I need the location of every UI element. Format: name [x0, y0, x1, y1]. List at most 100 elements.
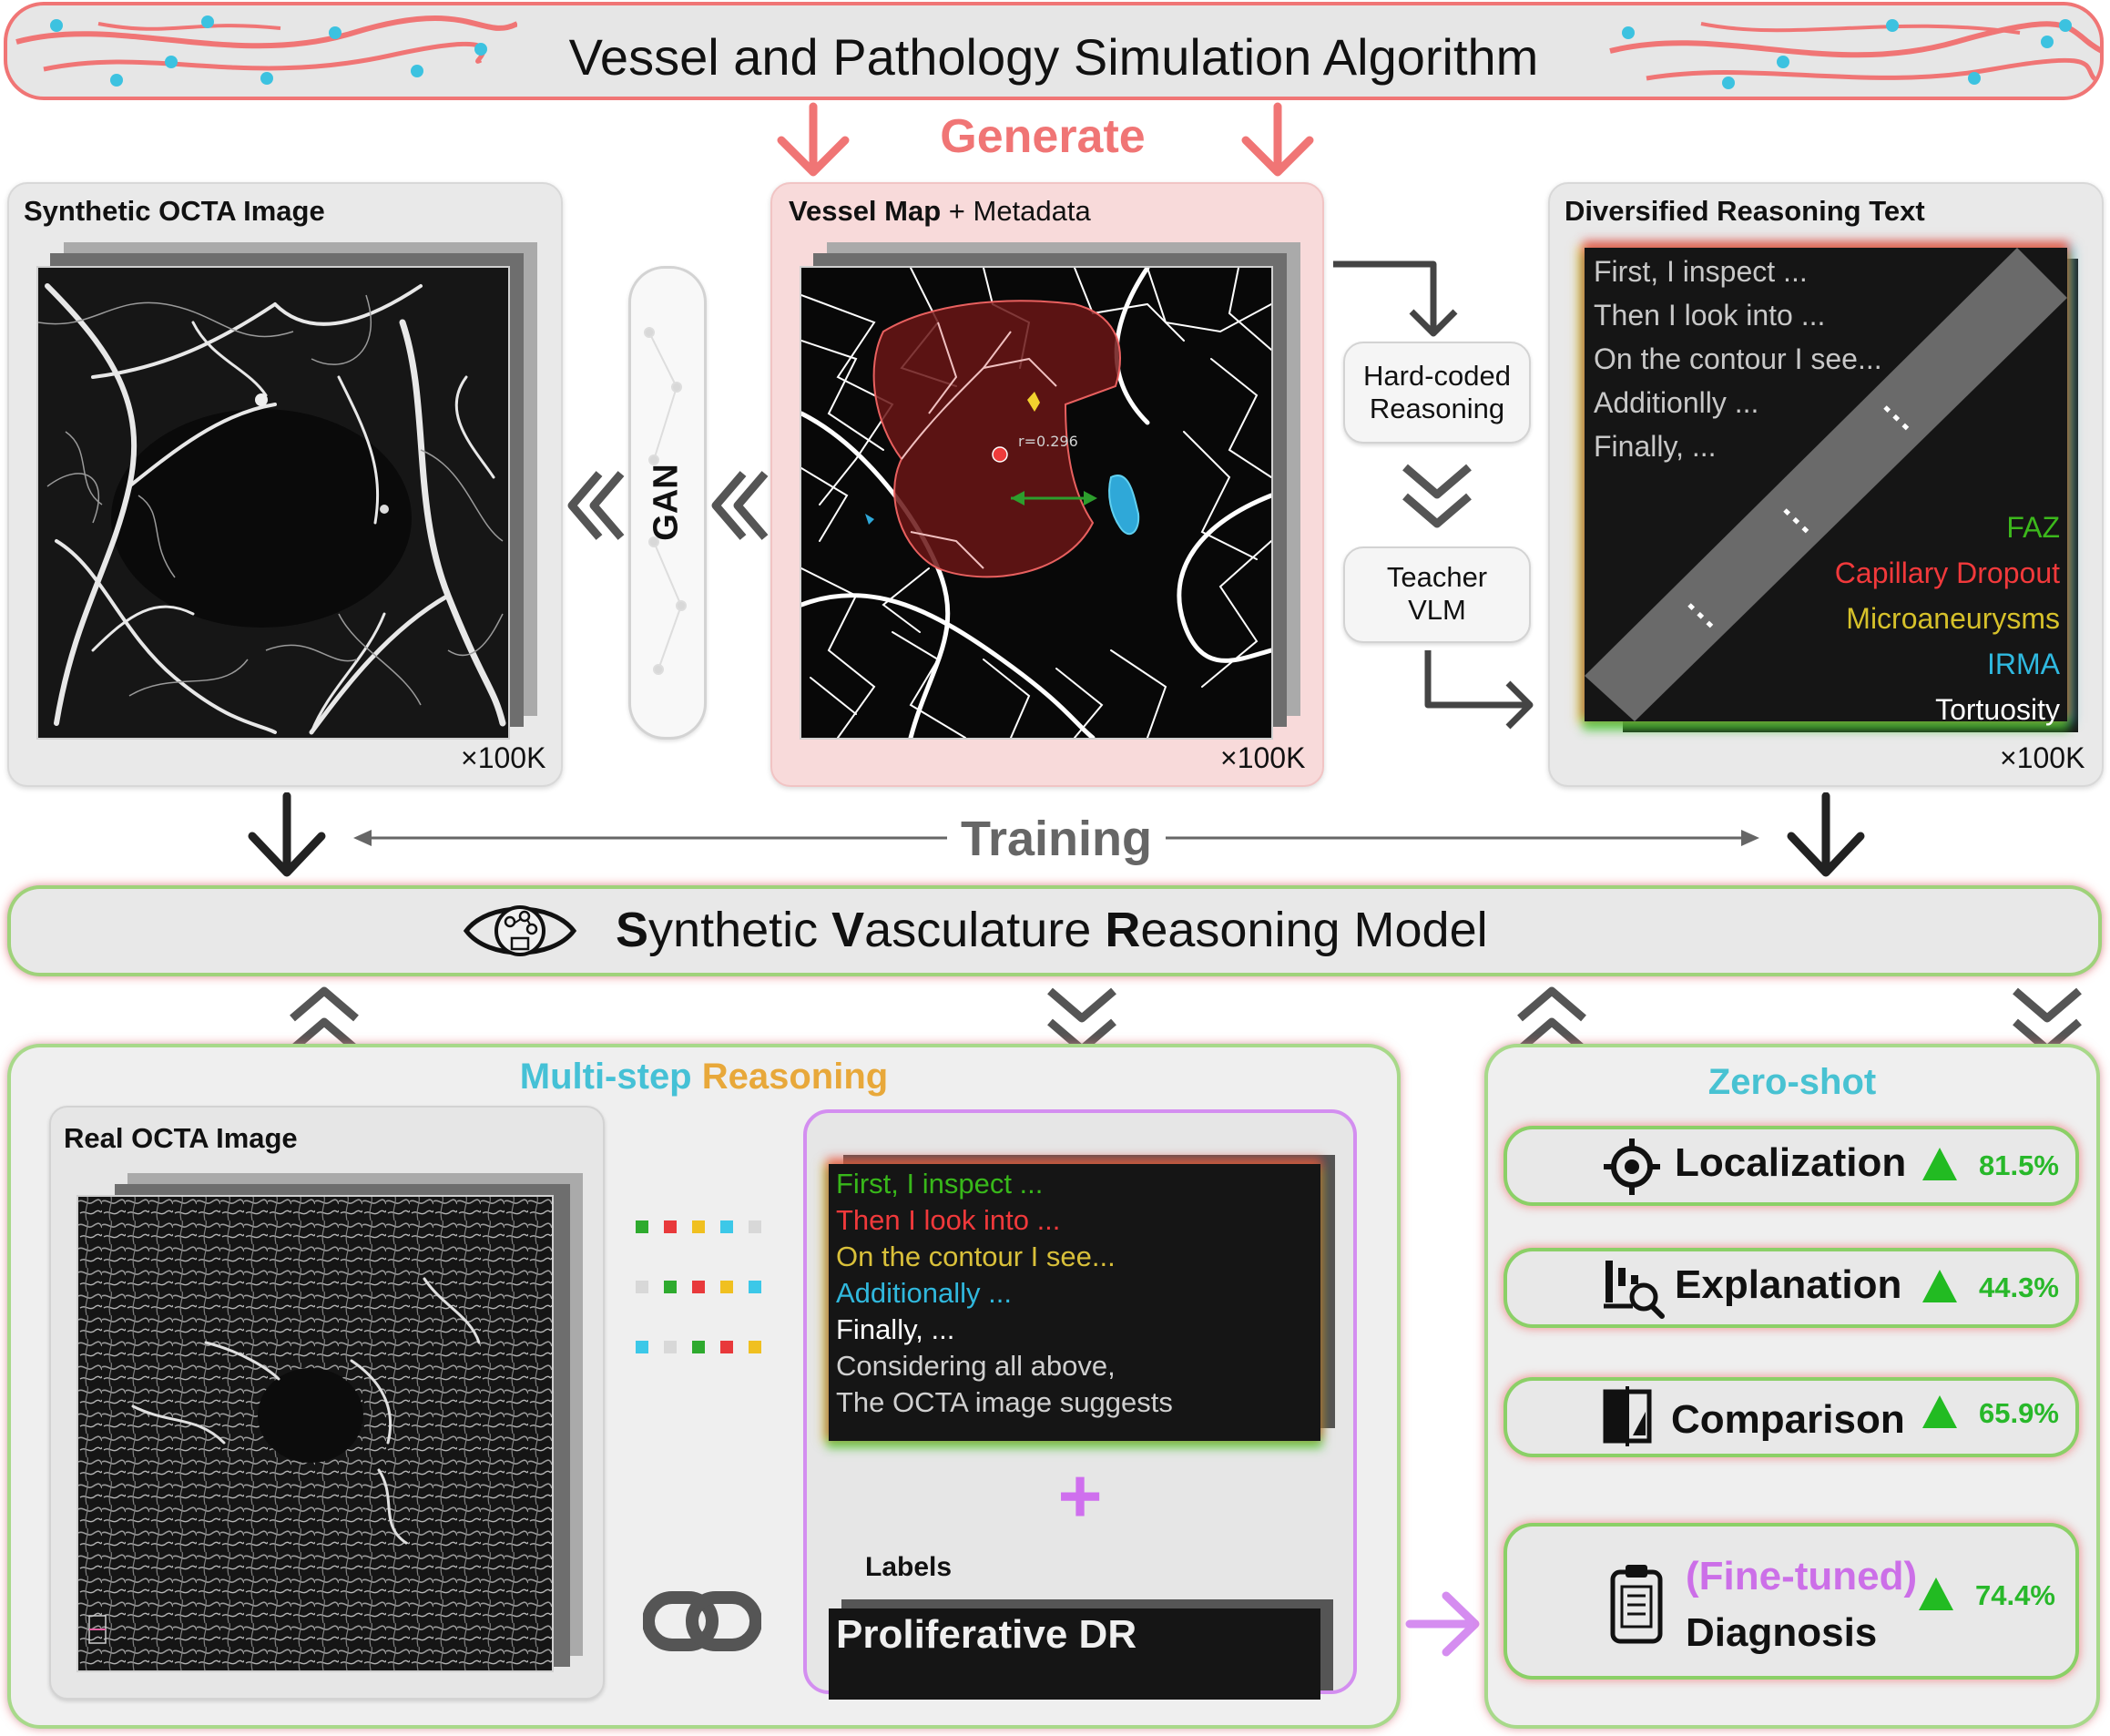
network-decoration: [644, 327, 687, 675]
comparison-row: Comparison 65.9%: [1507, 1381, 2075, 1454]
training-line: [353, 830, 1759, 846]
pathology-tag: FAZ: [2006, 511, 2060, 544]
reasoning-line: First, I inspect ...: [1594, 255, 1808, 288]
header-banner: Vessel and Pathology Simulation Algorith…: [4, 2, 2104, 100]
chevron-up-left: [290, 986, 359, 1053]
step-dot: [692, 1281, 705, 1293]
gan-pill: GAN: [628, 266, 707, 740]
output-line: Finally, ...: [836, 1313, 955, 1345]
diagonal-band: [1585, 248, 2067, 721]
chevron-down-right: [2013, 987, 2082, 1054]
explanation-label: Explanation: [1675, 1262, 1902, 1307]
model-title: Synthetic Vasculature Reasoning Model: [616, 903, 1488, 957]
hardcoded-reasoning-box: Hard-coded Reasoning: [1343, 342, 1531, 444]
training-label: Training: [960, 812, 1152, 866]
step-dot: [720, 1341, 733, 1353]
chart-magnifier-icon: [1604, 1261, 1665, 1319]
reasoning-line: Finally, ...: [1594, 430, 1717, 463]
zero-shot-title: Zero-shot: [1707, 1062, 1877, 1102]
training-arrow-right-down: [1787, 792, 1865, 877]
reasoning-line: On the contour I see...: [1594, 342, 1882, 375]
step-dot: [664, 1341, 677, 1353]
output-panel: First, I inspect ... Then I look into ...…: [803, 1109, 1357, 1700]
comparison-value: 65.9%: [1979, 1397, 2059, 1429]
step-dot: [720, 1281, 733, 1293]
output-line: Additionally ...: [836, 1277, 1012, 1309]
step-dot: [692, 1220, 705, 1233]
crosshair-icon: [1604, 1139, 1660, 1195]
synthetic-octa-title: Synthetic OCTA Image: [24, 195, 325, 227]
up-triangle-icon: [1922, 1148, 1957, 1180]
explanation-row: Explanation 44.3%: [1507, 1251, 2075, 1324]
step-dot: [749, 1341, 761, 1353]
reasoning-line: Then I look into ...: [1594, 299, 1826, 332]
vessel-map-image: r=0.296: [800, 266, 1273, 740]
output-reasoning-box: First, I inspect ... Then I look into ...…: [829, 1164, 1320, 1441]
purple-arrow: [1405, 1591, 1480, 1657]
step-dot: [749, 1220, 761, 1233]
flow-arrow-to-hardcoded: [1333, 260, 1458, 337]
reasoning-text-box: First, I inspect ... Then I look into ...…: [1585, 248, 2067, 726]
reasoning-line: Additionlly ...: [1594, 386, 1759, 419]
vessel-map-multiplier: ×100K: [1220, 741, 1306, 774]
step-dot: [720, 1220, 733, 1233]
step-dot: [636, 1220, 648, 1233]
step-dot: [749, 1281, 761, 1293]
localization-value: 81.5%: [1979, 1149, 2059, 1181]
localization-row: Localization 81.5%: [1507, 1129, 2075, 1202]
times-icon: ×: [461, 741, 478, 774]
training-arrow-left-down: [248, 792, 326, 877]
double-chevron-down: [1402, 464, 1472, 528]
model-bar: Synthetic Vasculature Reasoning Model: [11, 889, 2098, 973]
step-dots: [636, 1220, 763, 1366]
synthetic-octa-image: [36, 266, 510, 740]
label-value: Proliferative DR: [836, 1612, 1137, 1657]
gan-chevron-left: [567, 471, 625, 540]
chevron-down-mid: [1047, 987, 1116, 1054]
radius-annotation: r=0.296: [1018, 433, 1078, 450]
compare-icon: [1603, 1386, 1652, 1446]
vessel-decoration-right: [1609, 19, 2100, 89]
output-line: The OCTA image suggests: [836, 1386, 1173, 1418]
step-dot: [692, 1341, 705, 1353]
gan-chevron-right: [711, 471, 769, 540]
labels-title: Labels: [865, 1552, 953, 1582]
reasoning-text-panel: Diversified Reasoning Text First, I insp…: [1548, 182, 2104, 787]
generate-arrow-left: [777, 102, 850, 177]
explanation-value: 44.3%: [1979, 1271, 2059, 1303]
up-triangle-icon: [1922, 1395, 1957, 1428]
header-title: Vessel and Pathology Simulation Algorith…: [568, 28, 1539, 86]
real-octa-title: Real OCTA Image: [64, 1122, 298, 1154]
plus-icon: +: [1057, 1453, 1103, 1538]
step-dot: [664, 1220, 677, 1233]
synthetic-octa-panel: Synthetic OCTA Image: [7, 182, 563, 787]
localization-label: Localization: [1675, 1140, 1907, 1185]
multistep-title: Multi-step Reasoning: [519, 1057, 889, 1097]
pathology-tag: IRMA: [1987, 648, 2060, 680]
step-dot: [636, 1281, 648, 1293]
output-line: On the contour I see...: [836, 1241, 1116, 1272]
times-icon: ×: [2000, 741, 2017, 774]
real-octa-image: [76, 1195, 554, 1672]
synthetic-multiplier: ×100K: [461, 741, 546, 774]
pathology-tag: Microaneurysms: [1846, 602, 2060, 635]
output-lines: First, I inspect ... Then I look into ...…: [836, 1166, 1173, 1421]
times-icon: ×: [1220, 741, 1238, 774]
diagnosis-label: Diagnosis: [1686, 1610, 1878, 1655]
real-octa-panel: Real OCTA Image: [49, 1106, 605, 1700]
output-line: First, I inspect ...: [836, 1168, 1044, 1200]
up-triangle-icon: [1919, 1578, 1953, 1610]
output-line: Then I look into ...: [836, 1204, 1061, 1236]
comparison-label: Comparison: [1671, 1397, 1905, 1442]
multistep-panel: Multi-step Reasoning Real OCTA Image: [11, 1047, 1397, 1725]
step-dot: [664, 1281, 677, 1293]
reasoning-lines: First, I inspect ... Then I look into ...…: [1594, 250, 1882, 468]
pathology-tag: Capillary Dropout: [1834, 557, 2060, 589]
vessel-decoration-left: [15, 15, 517, 87]
chevron-up-right: [1517, 986, 1586, 1053]
pathology-tag: Tortuosity: [1935, 693, 2060, 726]
vessel-map-title: Vessel Map + Metadata: [789, 195, 1091, 227]
up-triangle-icon: [1922, 1270, 1957, 1302]
link-icon: [643, 1591, 761, 1651]
